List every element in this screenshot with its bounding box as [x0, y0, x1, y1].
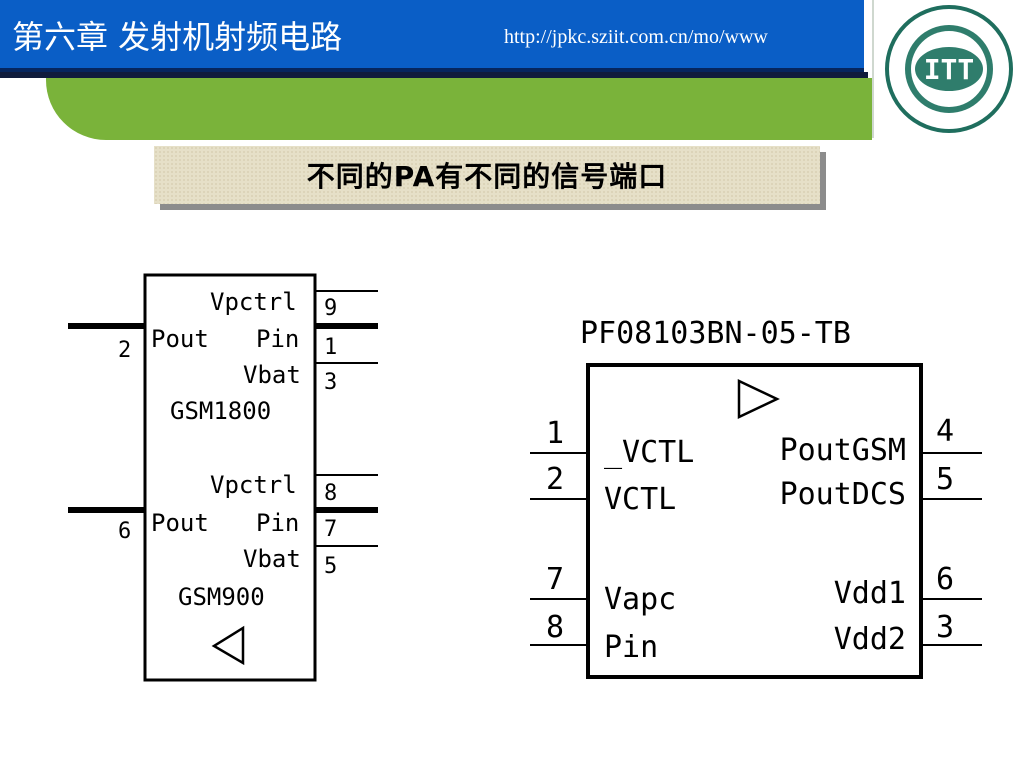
right-chip-part-number: PF08103BN-05-TB: [580, 316, 851, 351]
slide-heading: 不同的PA有不同的信号端口: [306, 160, 668, 193]
left-chip-label-pin-1: Pin: [256, 325, 299, 353]
left-chip-pinnum-6: 6: [118, 519, 131, 544]
right-chip-label-pin: Pin: [604, 630, 658, 665]
left-chip-label-pin-2: Pin: [256, 509, 299, 537]
left-chip-section-gsm900: GSM900: [178, 583, 265, 611]
right-chip-pinnum-4: 4: [936, 414, 954, 449]
right-chip-label-pout-dcs: PoutDCS: [780, 477, 906, 512]
left-chip-pinnum-2: 2: [118, 338, 131, 363]
left-chip-label-vbat-1: Vbat: [243, 361, 301, 389]
title-bar-shadow: [0, 72, 868, 78]
right-pa-chip-diagram: PF08103BN-05-TB 1 2 7 8 4 5 6 3 _VCTL VC…: [530, 316, 982, 679]
right-chip-label-vdd2: Vdd2: [834, 622, 906, 657]
right-chip-pinnum-2: 2: [546, 462, 564, 497]
logo-text: ITT: [924, 53, 975, 86]
left-chip-pinnum-9: 9: [324, 296, 337, 321]
right-chip-amplifier-triangle-icon: [737, 379, 780, 419]
right-chip-label-vctl-bar: _VCTL: [604, 435, 694, 470]
right-chip-body: [586, 363, 923, 679]
green-banner: [46, 78, 872, 140]
left-chip-body: [143, 273, 317, 682]
right-chip-label-vdd1: Vdd1: [834, 576, 906, 611]
school-logo-graphic: ITT: [885, 5, 1013, 133]
left-chip-pinnum-3: 3: [324, 370, 337, 395]
right-chip-pinnum-8: 8: [546, 610, 564, 645]
title-bar: 第六章 发射机射频电路 http://jpkc.sziit.com.cn/mo/…: [0, 0, 864, 72]
right-chip-pinnum-1: 1: [546, 416, 564, 451]
left-chip-label-vbat-2: Vbat: [243, 545, 301, 573]
slide-heading-box: 不同的PA有不同的信号端口: [154, 146, 820, 204]
left-chip-label-vpctrl-1: Vpctrl: [210, 288, 297, 316]
left-pa-chip-diagram: Vpctrl Pout Pin Vbat GSM1800 Vpctrl Pout…: [68, 273, 378, 682]
right-chip-label-pout-gsm: PoutGSM: [780, 433, 906, 468]
left-chip-pinnum-7: 7: [324, 517, 337, 542]
left-chip-pinnum-1: 1: [324, 335, 337, 360]
right-chip-label-vctl: VCTL: [604, 482, 676, 517]
left-chip-pinnum-5: 5: [324, 554, 337, 579]
left-chip-label-vpctrl-2: Vpctrl: [210, 471, 297, 499]
left-chip-pinnum-8: 8: [324, 481, 337, 506]
left-chip-amplifier-triangle-icon: [211, 625, 245, 666]
right-chip-pinnum-5: 5: [936, 462, 954, 497]
site-url[interactable]: http://jpkc.sziit.com.cn/mo/www: [504, 26, 768, 48]
left-chip-label-pout-1: Pout: [151, 325, 209, 353]
right-chip-label-vapc: Vapc: [604, 582, 676, 617]
right-chip-pinnum-3: 3: [936, 610, 954, 645]
left-chip-section-gsm1800: GSM1800: [170, 397, 271, 425]
school-logo: ITT: [872, 0, 1024, 138]
left-chip-label-pout-2: Pout: [151, 509, 209, 537]
right-chip-pinnum-6: 6: [936, 562, 954, 597]
chapter-title: 第六章 发射机射频电路: [12, 18, 343, 56]
right-chip-pinnum-7: 7: [546, 562, 564, 597]
